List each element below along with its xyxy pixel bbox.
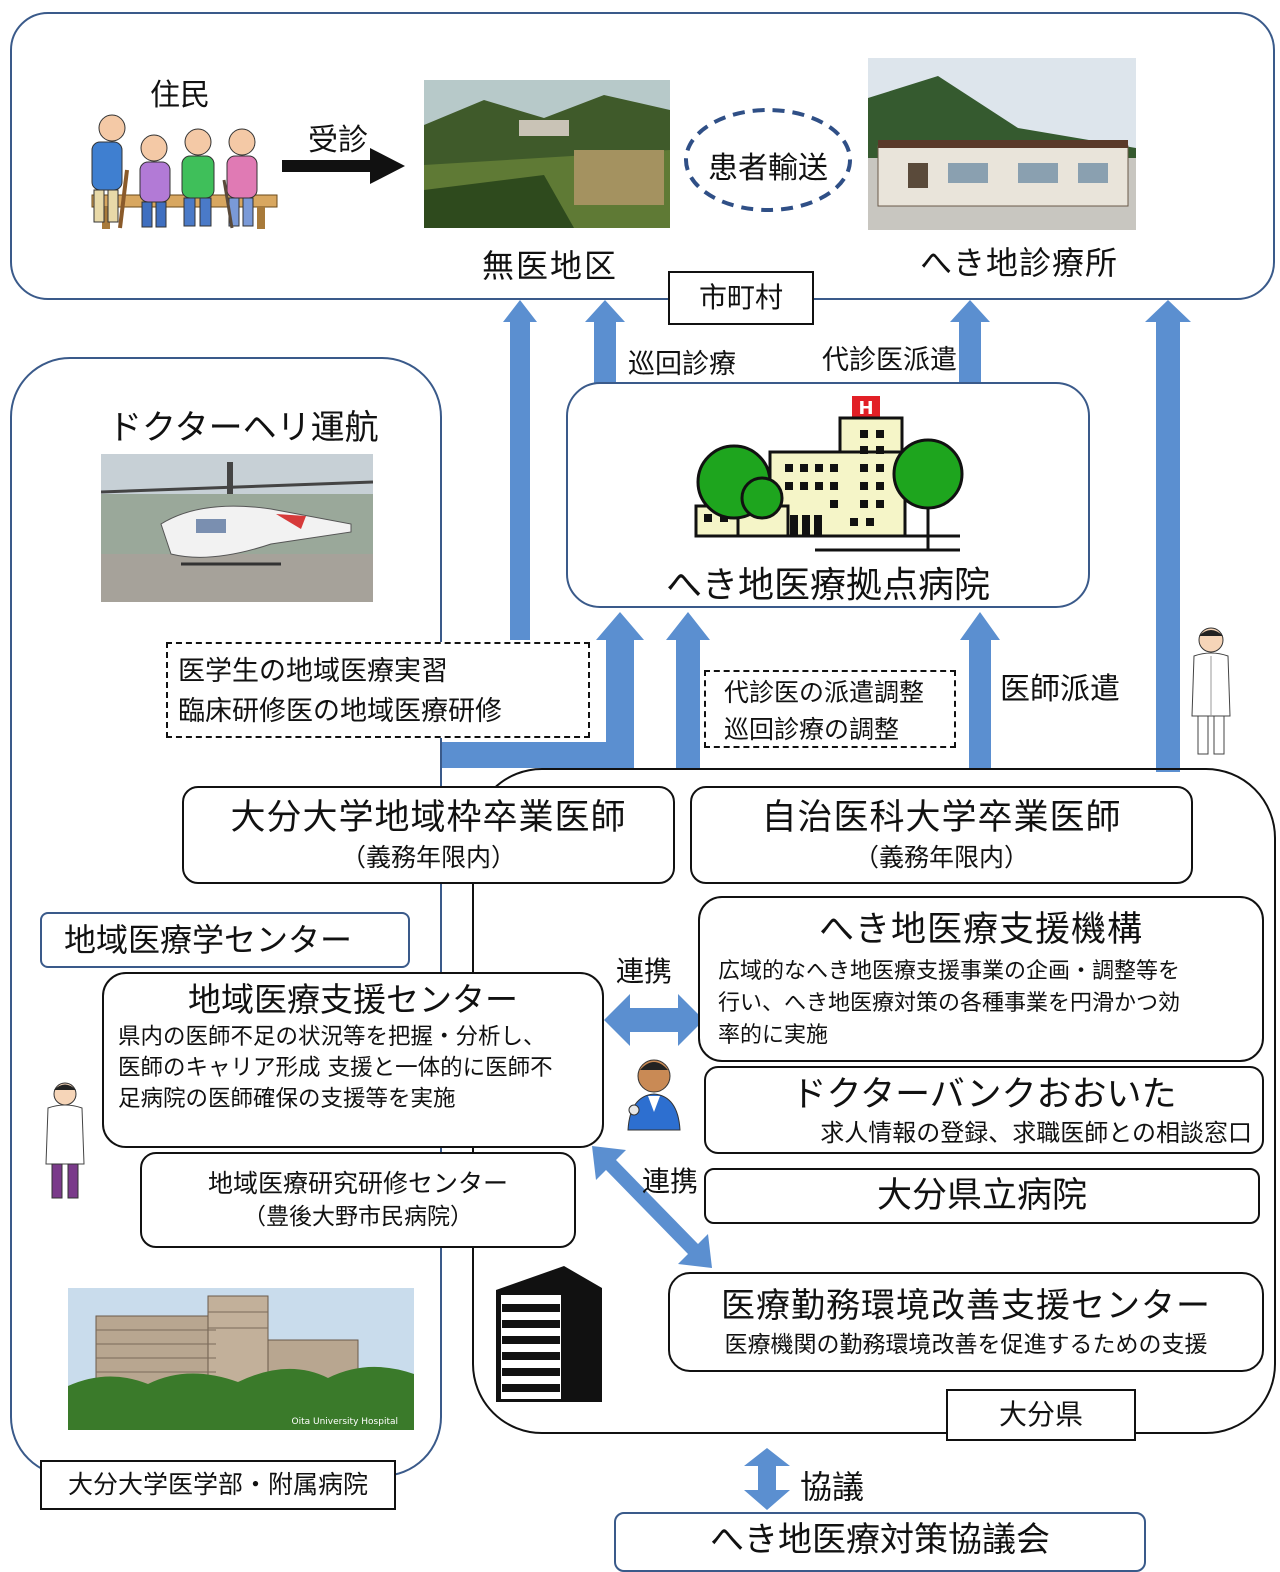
prefectural-hospital-box: 大分県立病院 bbox=[704, 1168, 1260, 1224]
remote-support-org-desc-3: 率的に実施 bbox=[718, 1023, 829, 1048]
base-hospital-title: へき地医療拠点病院 bbox=[665, 565, 990, 606]
university-tag: 大分大学医学部・附属病院 bbox=[40, 1460, 396, 1510]
council-box: へき地医療対策協議会 bbox=[614, 1512, 1146, 1572]
consult-label: 受診 bbox=[308, 123, 368, 158]
doctor-figure-left bbox=[45, 1082, 85, 1199]
council-title: へき地医療対策協議会 bbox=[710, 1520, 1050, 1560]
rounds-label: 巡回診療 bbox=[628, 349, 736, 380]
arrow-cooperation-2 bbox=[592, 1146, 712, 1268]
work-env-box: 医療勤務環境改善支援センター 医療機関の勤務環境改善を促進するための支援 bbox=[668, 1272, 1264, 1372]
remote-clinic-label: へき地診療所 bbox=[920, 244, 1119, 282]
work-env-sub: 医療機関の勤務環境改善を促進するための支援 bbox=[724, 1332, 1208, 1358]
patient-transport-label: 患者輸送 bbox=[708, 151, 828, 186]
base-hospital-icon: H bbox=[694, 396, 964, 552]
training-line-1: 医学生の地域医療実習 bbox=[178, 656, 448, 687]
prefecture-tag-label: 大分県 bbox=[998, 1398, 1083, 1431]
doctor-bank-sub: 求人情報の登録、求職医師との相談窓口 bbox=[820, 1119, 1252, 1147]
doctor-heli-title: ドクターヘリ運航 bbox=[108, 408, 379, 448]
helicopter-photo bbox=[101, 454, 373, 602]
coordination-line-1: 代診医の派遣調整 bbox=[724, 678, 925, 707]
prefecture-tag: 大分県 bbox=[946, 1389, 1136, 1441]
support-center-desc-2: 医師のキャリア形成 支援と一体的に医師不 bbox=[118, 1055, 553, 1081]
village-photo bbox=[424, 80, 670, 228]
doctor-bank-box: ドクターバンクおおいた 求人情報の登録、求職医師との相談窓口 bbox=[704, 1066, 1264, 1154]
discussion-label: 協議 bbox=[800, 1468, 865, 1506]
jichi-grad-box: 自治医科大学卒業医師 （義務年限内） bbox=[690, 786, 1193, 884]
jichi-grad-sub: （義務年限内） bbox=[853, 843, 1029, 872]
work-env-title: 医療勤務環境改善支援センター bbox=[721, 1286, 1211, 1326]
training-line-2: 臨床研修医の地域医療研修 bbox=[178, 696, 502, 727]
residents-label: 住民 bbox=[150, 78, 210, 113]
oita-grad-sub: （義務年限内） bbox=[340, 843, 516, 872]
arrow-cooperation-1 bbox=[604, 994, 704, 1046]
coordination-box: 代診医の派遣調整 巡回診療の調整 bbox=[704, 670, 956, 748]
arrow-training-to-area bbox=[503, 300, 537, 640]
training-box: 医学生の地域医療実習 臨床研修医の地域医療研修 bbox=[166, 642, 590, 738]
oita-grad-title: 大分大学地域枠卒業医師 bbox=[230, 798, 627, 838]
doctor-dispatch-label: 医師派遣 bbox=[1000, 672, 1120, 707]
h-mark: H bbox=[858, 398, 873, 419]
municipality-tag-label: 市町村 bbox=[698, 281, 783, 314]
remote-support-org-title: へき地医療支援機構 bbox=[818, 910, 1143, 950]
remote-support-org-desc-2: 行い、へき地医療対策の各種事業を円滑かつ効 bbox=[718, 991, 1181, 1016]
prefectural-hospital-title: 大分県立病院 bbox=[876, 1176, 1087, 1216]
doctor-bank-title: ドクターバンクおおいた bbox=[791, 1075, 1177, 1115]
municipality-tag: 市町村 bbox=[668, 271, 814, 325]
doctor-figure-right bbox=[1191, 627, 1231, 755]
prefecture-building-icon bbox=[496, 1266, 602, 1402]
patient-transport-ellipse bbox=[684, 108, 852, 212]
support-center-desc-1: 県内の医師不足の状況等を把握・分析し、 bbox=[118, 1024, 546, 1050]
remote-support-org-desc-1: 広域的なへき地医療支援事業の企画・調整等を bbox=[718, 959, 1181, 984]
substitute-doctor-label: 代診医派遣 bbox=[822, 345, 957, 376]
arrow-coordination bbox=[666, 612, 710, 770]
oita-grad-box: 大分大学地域枠卒業医師 （義務年限内） bbox=[182, 786, 675, 884]
photo-caption: Oita University Hospital bbox=[292, 1417, 398, 1427]
community-center-tag-label: 地域医療学センター bbox=[64, 921, 353, 959]
research-center-sub: （豊後大野市民病院） bbox=[243, 1204, 473, 1230]
cooperation-label-1: 連携 bbox=[616, 955, 673, 988]
community-center-tag: 地域医療学センター bbox=[40, 912, 410, 968]
support-center-title: 地域医療支援センター bbox=[188, 980, 518, 1019]
arrow-doctor-dispatch bbox=[960, 612, 1000, 770]
consult-arrow bbox=[282, 148, 405, 184]
university-tag-label: 大分大学医学部・附属病院 bbox=[67, 1470, 368, 1499]
arrow-right-tall bbox=[1145, 300, 1191, 772]
arrow-training-to-base bbox=[442, 612, 644, 768]
research-center-title: 地域医療研究研修センター bbox=[207, 1169, 508, 1198]
consultant-icon bbox=[627, 1059, 681, 1131]
residents-illustration bbox=[91, 114, 278, 229]
support-center-box: 地域医療支援センター 県内の医師不足の状況等を把握・分析し、 医師のキャリア形成… bbox=[102, 972, 604, 1148]
arrow-substitute bbox=[950, 300, 990, 384]
no-doctor-area-label: 無医地区 bbox=[482, 247, 619, 285]
cooperation-label-2: 連携 bbox=[642, 1165, 699, 1198]
arrow-discussion bbox=[744, 1448, 790, 1510]
remote-support-org-box: へき地医療支援機構 広域的なへき地医療支援事業の企画・調整等を 行い、へき地医療… bbox=[698, 896, 1264, 1062]
support-center-desc-3: 足病院の医師確保の支援等を実施 bbox=[118, 1086, 456, 1112]
coordination-line-2: 巡回診療の調整 bbox=[724, 715, 900, 744]
jichi-grad-title: 自治医科大学卒業医師 bbox=[761, 798, 1122, 838]
arrow-rounds bbox=[585, 300, 625, 384]
research-center-box: 地域医療研究研修センター （豊後大野市民病院） bbox=[140, 1152, 576, 1248]
clinic-photo bbox=[868, 58, 1136, 230]
university-hospital-photo: Oita University Hospital bbox=[68, 1288, 414, 1430]
